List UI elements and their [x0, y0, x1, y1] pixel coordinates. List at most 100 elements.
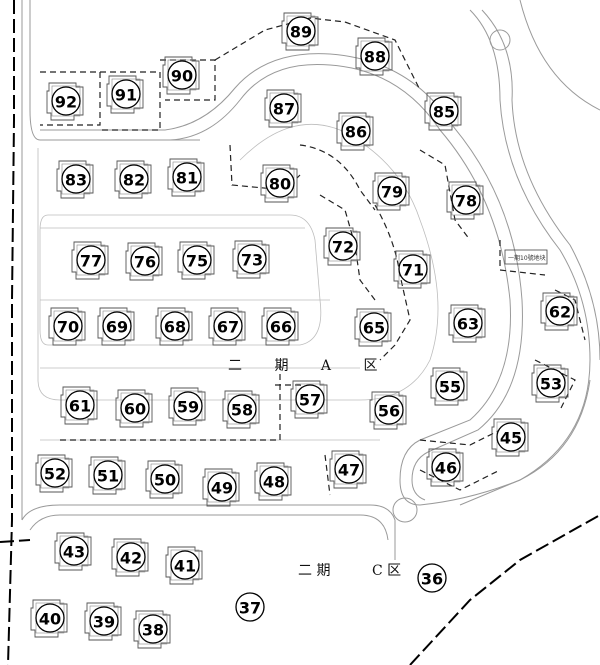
- plot-marker-90[interactable]: 90: [167, 60, 197, 90]
- plot-marker-61[interactable]: 61: [65, 390, 95, 420]
- plot-number: 92: [55, 93, 77, 112]
- plot-circle: [51, 86, 81, 116]
- plot-marker-87[interactable]: 87: [269, 93, 299, 123]
- plot-number: 57: [299, 391, 321, 410]
- plot-number: 51: [97, 467, 119, 486]
- plot-number: 85: [433, 103, 455, 122]
- plot-marker-56[interactable]: 56: [374, 395, 404, 425]
- plot-number: 56: [378, 402, 400, 421]
- plot-number: 65: [363, 319, 385, 338]
- plot-marker-75[interactable]: 75: [182, 245, 212, 275]
- plot-number: 73: [241, 251, 263, 270]
- plot-marker-72[interactable]: 72: [328, 231, 358, 261]
- plot-circle: [377, 176, 407, 206]
- plot-circle: [417, 563, 447, 593]
- plot-number: 66: [270, 318, 292, 337]
- plot-marker-92[interactable]: 92: [51, 86, 81, 116]
- plot-marker-86[interactable]: 86: [341, 116, 371, 146]
- plot-marker-76[interactable]: 76: [130, 246, 160, 276]
- plot-number: 36: [421, 570, 443, 589]
- plot-number: 83: [65, 171, 87, 190]
- plot-number: 78: [455, 192, 477, 211]
- plot-markers: 89 88 92 91 90 87 86 85 83 82 81 80 79 78 77 76 75 73 72 71…: [35, 16, 575, 644]
- plot-circle: [453, 308, 483, 338]
- plot-marker-50[interactable]: 50: [150, 464, 180, 494]
- plot-marker-36[interactable]: 36: [417, 563, 447, 593]
- plot-number: 42: [120, 549, 142, 568]
- plot-circle: [182, 245, 212, 275]
- plot-circle: [172, 162, 202, 192]
- plot-number: 60: [124, 400, 146, 419]
- plot-marker-73[interactable]: 73: [237, 244, 267, 274]
- plot-marker-43[interactable]: 43: [59, 536, 89, 566]
- plot-marker-81[interactable]: 81: [172, 162, 202, 192]
- plot-circle: [40, 458, 70, 488]
- plot-marker-69[interactable]: 69: [102, 311, 132, 341]
- plot-marker-41[interactable]: 41: [170, 550, 200, 580]
- plot-marker-58[interactable]: 58: [227, 394, 257, 424]
- plot-circle: [266, 311, 296, 341]
- plot-marker-49[interactable]: 49: [207, 472, 237, 502]
- plot-circle: [213, 311, 243, 341]
- plot-circle: [167, 60, 197, 90]
- plot-circle: [65, 390, 95, 420]
- plot-marker-85[interactable]: 85: [429, 96, 459, 126]
- plot-marker-39[interactable]: 39: [89, 606, 119, 636]
- plot-marker-42[interactable]: 42: [116, 542, 146, 572]
- plot-circle: [259, 466, 289, 496]
- plot-circle: [496, 422, 526, 452]
- plot-marker-51[interactable]: 51: [93, 460, 123, 490]
- plot-marker-70[interactable]: 70: [53, 311, 83, 341]
- plot-marker-38[interactable]: 38: [138, 614, 168, 644]
- plot-marker-37[interactable]: 37: [235, 592, 265, 622]
- plot-circle: [398, 254, 428, 284]
- plot-marker-46[interactable]: 46: [431, 452, 461, 482]
- plot-marker-48[interactable]: 48: [259, 466, 289, 496]
- plot-number: 81: [176, 169, 198, 188]
- plot-number: 39: [93, 613, 115, 632]
- plot-marker-83[interactable]: 83: [61, 164, 91, 194]
- plot-circle: [451, 185, 481, 215]
- plot-marker-53[interactable]: 53: [536, 368, 566, 398]
- plot-marker-60[interactable]: 60: [120, 393, 150, 423]
- plot-marker-55[interactable]: 55: [435, 371, 465, 401]
- plot-circle: [374, 395, 404, 425]
- plot-circle: [269, 93, 299, 123]
- plot-marker-63[interactable]: 63: [453, 308, 483, 338]
- plot-number: 76: [134, 253, 156, 272]
- plot-marker-68[interactable]: 68: [160, 311, 190, 341]
- plot-number: 86: [345, 123, 367, 142]
- plot-number: 69: [106, 318, 128, 337]
- plot-marker-78[interactable]: 78: [451, 185, 481, 215]
- plot-marker-88[interactable]: 88: [360, 41, 390, 71]
- plot-marker-57[interactable]: 57: [295, 384, 325, 414]
- plot-marker-89[interactable]: 89: [286, 16, 316, 46]
- plot-marker-77[interactable]: 77: [76, 245, 106, 275]
- plot-number: 58: [231, 401, 253, 420]
- plot-marker-91[interactable]: 91: [111, 79, 141, 109]
- plot-number: 88: [364, 48, 386, 67]
- plot-marker-66[interactable]: 66: [266, 311, 296, 341]
- plot-marker-45[interactable]: 45: [496, 422, 526, 452]
- plot-marker-40[interactable]: 40: [35, 603, 65, 633]
- plot-marker-59[interactable]: 59: [173, 391, 203, 421]
- plot-marker-65[interactable]: 65: [359, 312, 389, 342]
- plot-circle: [130, 246, 160, 276]
- plot-marker-82[interactable]: 82: [119, 164, 149, 194]
- zone-a-label: 二 期 A 区: [228, 358, 391, 374]
- plot-circle: [173, 391, 203, 421]
- plot-marker-52[interactable]: 52: [40, 458, 70, 488]
- plot-number: 77: [80, 252, 102, 271]
- plot-marker-79[interactable]: 79: [377, 176, 407, 206]
- plot-marker-71[interactable]: 71: [398, 254, 428, 284]
- plot-marker-47[interactable]: 47: [334, 454, 364, 484]
- plot-marker-67[interactable]: 67: [213, 311, 243, 341]
- plot-circle: [207, 472, 237, 502]
- plot-number: 90: [171, 67, 193, 86]
- plot-number: 53: [540, 375, 562, 394]
- plot-number: 70: [57, 318, 79, 337]
- plot-number: 37: [239, 599, 261, 618]
- plot-marker-80[interactable]: 80: [265, 168, 295, 198]
- plot-number: 67: [217, 318, 239, 337]
- plot-marker-62[interactable]: 62: [545, 296, 575, 326]
